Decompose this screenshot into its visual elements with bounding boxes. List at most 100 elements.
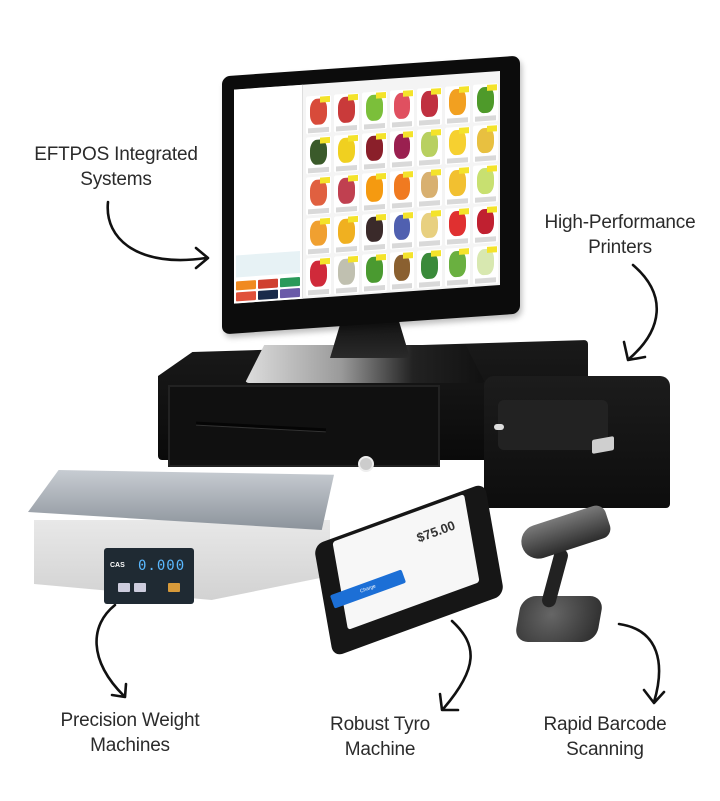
label-line: Machines <box>90 735 170 756</box>
label-precision-weight-machines: Precision Weight Machines <box>30 708 230 758</box>
product-tile <box>306 135 331 175</box>
price-tag <box>487 84 497 91</box>
product-caption <box>308 167 329 174</box>
product-caption <box>391 283 413 290</box>
pos-action-button <box>236 280 256 291</box>
product-caption <box>391 161 413 168</box>
product-caption <box>419 281 441 288</box>
price-tag <box>347 134 358 142</box>
price-tag <box>431 88 442 95</box>
price-tag <box>403 171 414 178</box>
price-tag <box>375 173 386 180</box>
price-tag <box>487 205 497 213</box>
product-tile <box>333 214 359 254</box>
arrow-tyro <box>438 619 472 712</box>
product-tile <box>306 216 331 256</box>
price-tag <box>403 90 414 97</box>
product-caption <box>419 159 441 166</box>
product-tile <box>333 174 359 214</box>
price-tag <box>347 93 358 101</box>
product-caption <box>363 203 385 211</box>
price-tag <box>487 246 497 254</box>
price-tag <box>459 207 470 215</box>
product-caption <box>475 114 496 122</box>
product-caption <box>447 198 469 205</box>
product-tile <box>473 204 498 245</box>
product-tile <box>473 164 498 204</box>
product-tile <box>473 83 498 123</box>
product-tile <box>306 94 331 135</box>
product-tile <box>361 172 387 212</box>
price-tag <box>347 215 358 223</box>
price-tag <box>403 130 414 138</box>
price-tag <box>459 167 470 175</box>
product-caption <box>475 155 496 162</box>
product-tile <box>361 212 387 253</box>
price-tag <box>375 254 386 262</box>
price-tag <box>431 169 442 176</box>
pos-action-buttons <box>236 276 300 302</box>
product-tile <box>333 133 359 173</box>
price-tag <box>375 91 386 99</box>
product-tile <box>445 247 471 287</box>
product-tile <box>417 249 443 289</box>
price-tag <box>347 175 358 182</box>
product-caption <box>391 120 413 128</box>
label-line: High-Performance <box>544 212 696 233</box>
arrow-barcode <box>617 622 666 705</box>
product-tile <box>445 125 471 165</box>
arrow-eftpos <box>106 200 210 270</box>
price-tag <box>319 217 330 225</box>
product-caption <box>308 207 329 215</box>
pos-action-button <box>280 287 300 299</box>
scale-key <box>118 583 130 592</box>
product-tile <box>333 92 359 133</box>
product-tile <box>417 127 443 167</box>
pos-order-panel <box>234 84 303 304</box>
product-caption <box>475 277 496 284</box>
scale-display <box>104 548 194 604</box>
label-line: Machine <box>344 739 416 760</box>
price-tag <box>459 126 470 134</box>
label-rapid-barcode-scanning: Rapid Barcode Scanning <box>510 712 700 762</box>
label-line: EFTPOS Integrated <box>34 144 198 165</box>
product-caption <box>335 205 357 213</box>
product-caption <box>419 240 441 248</box>
product-tile <box>333 255 359 295</box>
product-caption <box>308 126 329 133</box>
product-tile <box>417 168 443 208</box>
product-tile <box>445 85 471 125</box>
product-caption <box>308 288 329 296</box>
pos-product-grid <box>306 83 498 297</box>
arrow-weight <box>95 603 128 699</box>
product-caption <box>308 248 329 255</box>
scale-key-tare <box>168 583 180 592</box>
price-tag <box>431 128 442 136</box>
product-caption <box>391 201 413 209</box>
product-tile <box>473 123 498 164</box>
product-caption <box>419 199 441 207</box>
pos-action-button <box>258 278 278 289</box>
product-tile <box>417 87 443 127</box>
price-tag <box>375 213 386 221</box>
price-tag <box>431 209 442 217</box>
label-line: Robust Tyro <box>330 714 430 735</box>
product-tile <box>445 206 471 247</box>
product-tile <box>361 90 387 131</box>
price-tag <box>431 250 442 258</box>
price-tag <box>347 256 358 264</box>
product-tile <box>389 88 415 129</box>
product-tile <box>306 257 331 297</box>
product-caption <box>335 124 357 132</box>
price-tag <box>319 136 330 144</box>
scale-key <box>134 583 146 592</box>
label-robust-tyro-machine: Robust Tyro Machine <box>300 712 460 762</box>
product-caption <box>447 238 469 246</box>
product-tile <box>389 251 415 291</box>
product-caption <box>363 163 385 170</box>
product-caption <box>363 244 385 251</box>
product-tile <box>389 170 415 210</box>
price-tag <box>319 258 330 265</box>
product-caption <box>475 196 496 203</box>
product-caption <box>363 122 385 130</box>
